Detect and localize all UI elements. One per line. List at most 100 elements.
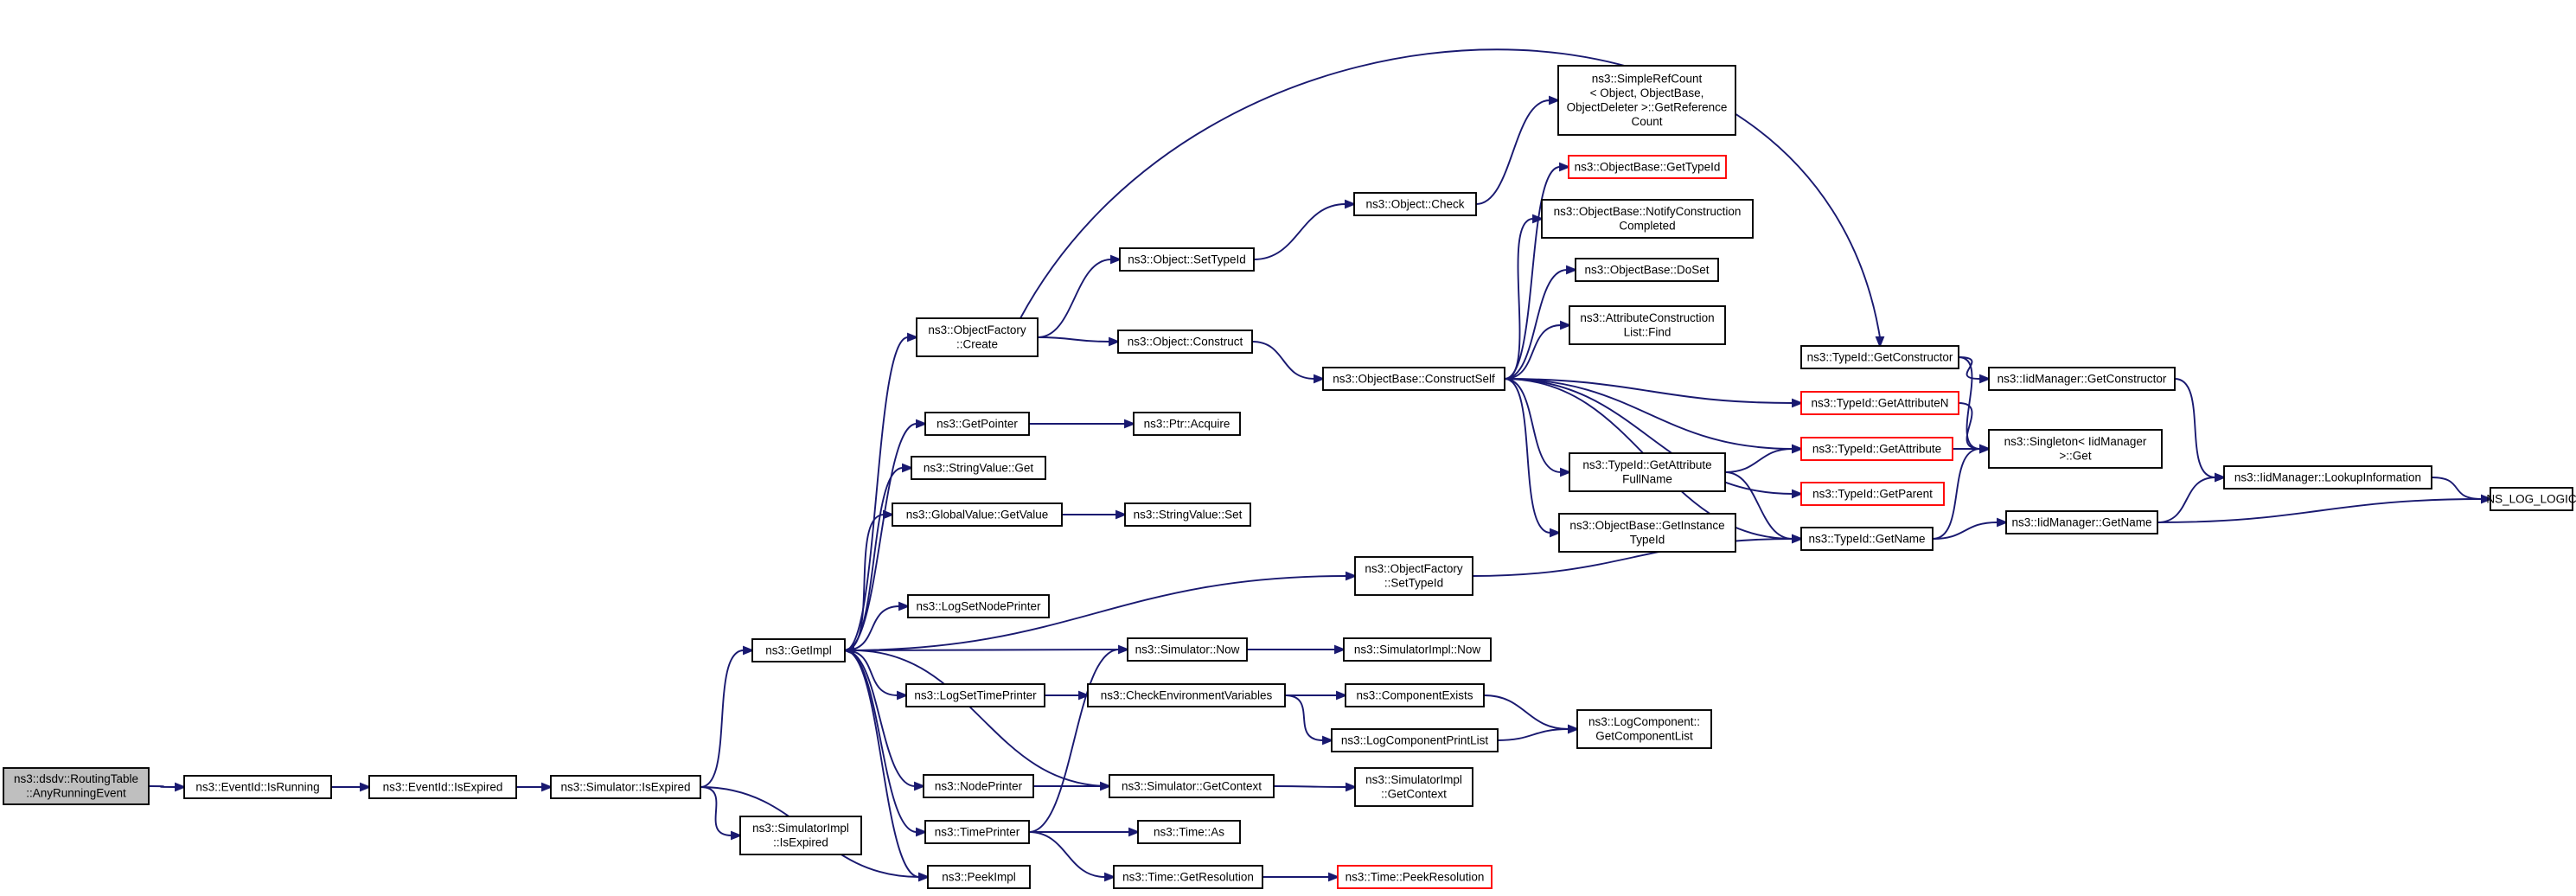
edge-arrowhead — [1336, 690, 1348, 701]
graph-node-ns3-logcomponent-getcomponentlist[interactable]: ns3::LogComponent::GetComponentList — [1576, 709, 1712, 749]
node-box — [1988, 429, 2163, 469]
graph-node-ns3-getpointer[interactable]: ns3::GetPointer — [924, 412, 1030, 436]
graph-node-ns3-peekimpl[interactable]: ns3::PeekImpl — [927, 865, 1031, 889]
edge-line — [853, 650, 1110, 787]
graph-node-ns3-object-check[interactable]: ns3::Object::Check — [1353, 192, 1477, 216]
graph-node-ns3-simulator-isexpired[interactable]: ns3::Simulator::IsExpired — [550, 775, 701, 799]
graph-node-ns3-time-as[interactable]: ns3::Time::As — [1137, 820, 1241, 844]
graph-node-ns3-iidmanager-getconstructor[interactable]: ns3::IidManager::GetConstructor — [1988, 367, 2176, 391]
graph-node-ns3-objectfactory-create[interactable]: ns3::ObjectFactory::Create — [916, 317, 1039, 357]
graph-node-ns3-logcomponentprintlist[interactable]: ns3::LogComponentPrintList — [1331, 728, 1499, 752]
edge-n7-n16 — [1037, 254, 1122, 338]
edge-arrowhead — [1560, 467, 1572, 477]
node-label: ns3::dsdv::RoutingTable — [14, 772, 138, 785]
node-box — [923, 774, 1034, 798]
graph-node-ns-log-logic[interactable]: NS_LOG_LOGIC — [2486, 487, 2576, 511]
graph-node-ns3-componentexists[interactable]: ns3::ComponentExists — [1345, 683, 1485, 707]
node-box — [1800, 345, 1959, 369]
graph-node-ns3-typeid-getattributen[interactable]: ns3::TypeId::GetAttributeN — [1800, 391, 1959, 415]
graph-node-ns3-globalvalue-getvalue[interactable]: ns3::GlobalValue::GetValue — [892, 502, 1063, 527]
edge-arrowhead — [1334, 644, 1346, 655]
node-label: ns3::Object::Check — [1365, 197, 1464, 210]
edge-line — [1284, 694, 1324, 741]
edge-arrowhead — [916, 419, 928, 429]
graph-node-ns3-logsetnodeprinter[interactable]: ns3::LogSetNodePrinter — [907, 594, 1050, 618]
graph-node-ns3-time-getresolution[interactable]: ns3::Time::GetResolution — [1113, 865, 1263, 889]
graph-node-ns3-objectbase-notifyconstruction-completed[interactable]: ns3::ObjectBase::NotifyConstructionCompl… — [1541, 199, 1754, 239]
node-label: ns3::Simulator::GetContext — [1122, 779, 1262, 792]
graph-node-ns3-ptr-acquire[interactable]: ns3::Ptr::Acquire — [1133, 412, 1241, 436]
graph-node-ns3-singleton-iidmanager-get[interactable]: ns3::Singleton< IidManager>::Get — [1988, 429, 2163, 469]
graph-node-ns3-simulatorimpl-isexpired[interactable]: ns3::SimulatorImpl::IsExpired — [739, 816, 862, 855]
edge-n45-n48 — [1932, 517, 2009, 540]
graph-node-ns3-objectbase-doset[interactable]: ns3::ObjectBase::DoSet — [1575, 258, 1719, 282]
graph-node-ns3-objectfactory-settypeid[interactable]: ns3::ObjectFactory::SetTypeId — [1354, 556, 1473, 596]
graph-node-ns3-eventid-isexpired[interactable]: ns3::EventId::IsExpired — [368, 775, 517, 799]
graph-node-ns3-typeid-getattribute[interactable]: ns3::TypeId::GetAttribute — [1800, 437, 1953, 461]
edge-n27-n38 — [1504, 378, 1572, 477]
node-box — [924, 412, 1030, 436]
edge-arrowhead — [1792, 398, 1804, 408]
edge-arrowhead — [1792, 444, 1804, 454]
graph-node-ns3-iidmanager-lookupinformation[interactable]: ns3::IidManager::LookupInformation — [2223, 465, 2432, 490]
node-box — [892, 502, 1063, 527]
node-label: ::Create — [956, 338, 998, 351]
graph-node-ns3-simulator-now[interactable]: ns3::Simulator::Now — [1127, 637, 1248, 662]
edge-line — [1504, 378, 1562, 473]
edge-n12-n22 — [1045, 690, 1090, 701]
graph-node-ns3-simplerefcount-object-objectbase-objectdeleter-getreference-count[interactable]: ns3::SimpleRefCount< Object, ObjectBase,… — [1557, 65, 1736, 136]
node-box — [1576, 709, 1712, 749]
graph-node-ns3-objectbase-constructself[interactable]: ns3::ObjectBase::ConstructSelf — [1322, 367, 1505, 391]
graph-node-ns3-stringvalue-get[interactable]: ns3::StringValue::Get — [911, 456, 1046, 480]
node-box — [1343, 637, 1492, 662]
graph-node-ns3-object-settypeid[interactable]: ns3::Object::SetTypeId — [1119, 247, 1255, 272]
node-box — [1800, 527, 1934, 551]
edge-line — [1932, 448, 1981, 540]
node-label: ns3::Time::As — [1154, 825, 1224, 838]
graph-node-ns3-typeid-getname[interactable]: ns3::TypeId::GetName — [1800, 527, 1934, 551]
graph-node-ns3-timeprinter[interactable]: ns3::TimePrinter — [924, 820, 1030, 844]
graph-node-ns3-simulatorimpl-getcontext[interactable]: ns3::SimulatorImpl::GetContext — [1354, 767, 1473, 807]
node-label: ns3::SimulatorImpl::Now — [1354, 643, 1481, 656]
edge-arrowhead — [360, 782, 372, 792]
graph-node-ns3-typeid-getparent[interactable]: ns3::TypeId::GetParent — [1800, 482, 1945, 506]
edge-n25-n32 — [1262, 872, 1340, 882]
node-label: ns3::TypeId::GetParent — [1812, 487, 1933, 500]
graph-node-ns3-nodeprinter[interactable]: ns3::NodePrinter — [923, 774, 1034, 798]
graph-node-ns3-getimpl[interactable]: ns3::GetImpl — [751, 638, 846, 662]
graph-node-ns3-dsdv-routingtable-anyrunningevent[interactable]: ns3::dsdv::RoutingTable::AnyRunningEvent — [3, 767, 150, 805]
graph-node-ns3-simulator-getcontext[interactable]: ns3::Simulator::GetContext — [1109, 774, 1275, 798]
graph-node-ns3-iidmanager-getname[interactable]: ns3::IidManager::GetName — [2005, 510, 2158, 534]
node-label: ns3::SimulatorImpl — [1365, 773, 1462, 786]
edge-line — [1724, 448, 1793, 473]
edge-n7-n41 — [1020, 48, 1885, 349]
graph-node-ns3-checkenvironmentvariables[interactable]: ns3::CheckEnvironmentVariables — [1087, 683, 1286, 707]
node-label: ns3::TypeId::GetAttribute — [1812, 442, 1941, 455]
edge-arrowhead — [2481, 494, 2493, 504]
edge-arrowhead — [898, 601, 911, 611]
node-label: ns3::IidManager::LookupInformation — [2234, 470, 2421, 483]
node-label: ns3::TypeId::GetAttributeN — [1811, 396, 1948, 409]
node-label: ::GetContext — [1381, 788, 1447, 801]
graph-node-ns3-eventid-isrunning[interactable]: ns3::EventId::IsRunning — [183, 775, 332, 799]
graph-node-ns3-time-peekresolution[interactable]: ns3::Time::PeekResolution — [1337, 865, 1493, 889]
edge-line — [1037, 259, 1112, 338]
node-box — [550, 775, 701, 799]
edge-line — [1253, 203, 1346, 260]
edge-n5-n15 — [844, 650, 930, 882]
node-box — [2490, 487, 2573, 511]
node-label: ObjectDeleter >::GetReference — [1567, 101, 1728, 114]
node-box — [1569, 452, 1726, 492]
node-box — [1988, 367, 2176, 391]
graph-node-ns3-typeid-getconstructor[interactable]: ns3::TypeId::GetConstructor — [1800, 345, 1959, 369]
graph-node-ns3-object-construct[interactable]: ns3::Object::Construct — [1117, 330, 1253, 354]
graph-node-ns3-objectbase-gettypeid[interactable]: ns3::ObjectBase::GetTypeId — [1568, 155, 1727, 179]
edge-n30-n40 — [1497, 724, 1580, 741]
graph-node-ns3-logsettimeprinter[interactable]: ns3::LogSetTimePrinter — [905, 683, 1045, 707]
graph-node-ns3-simulatorimpl-now[interactable]: ns3::SimulatorImpl::Now — [1343, 637, 1492, 662]
graph-node-ns3-stringvalue-set[interactable]: ns3::StringValue::Set — [1124, 502, 1251, 527]
